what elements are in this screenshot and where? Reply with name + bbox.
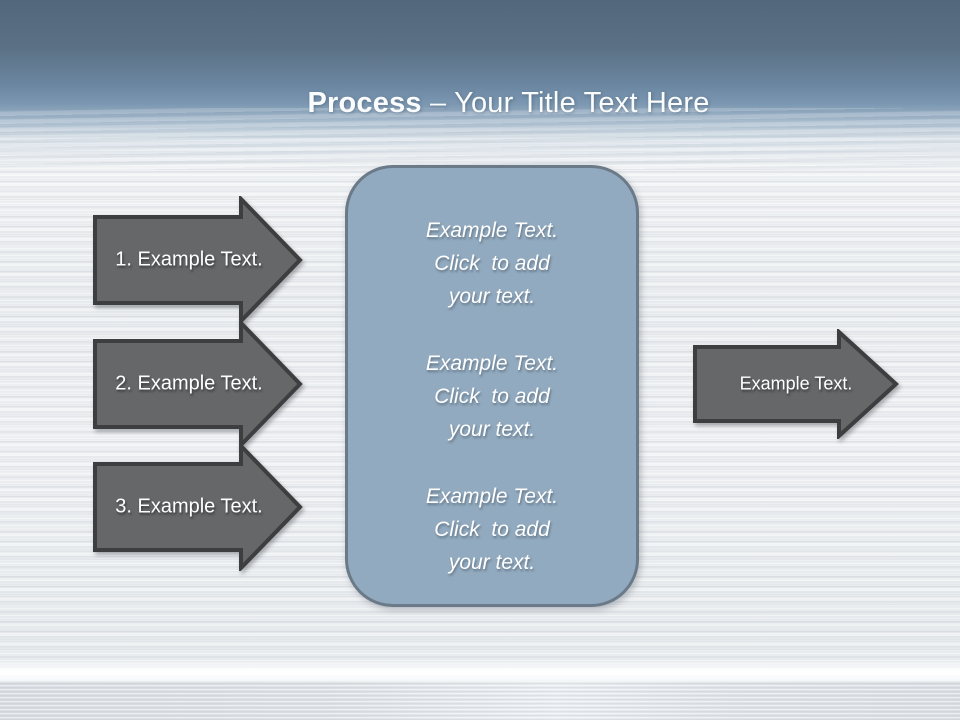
paragraph-line: Click to add [434, 518, 550, 541]
header-wave-texture [0, 108, 960, 170]
result-arrow[interactable]: Example Text. [693, 329, 899, 439]
process-step-arrow-1[interactable]: 1. Example Text. [93, 196, 303, 324]
placeholder-paragraph-1: Example Text. Click to add your text. [348, 214, 636, 313]
step-2-label: 2. Example Text. [115, 372, 263, 395]
paragraph-line: your text. [448, 285, 536, 308]
paragraph-line: Example Text. [425, 219, 559, 242]
slide-title-keyword: Process [307, 87, 422, 119]
paragraph-line: Click to add [434, 252, 550, 275]
process-step-arrow-2[interactable]: 2. Example Text. [93, 320, 303, 448]
paragraph-line: Example Text. [425, 485, 559, 508]
placeholder-paragraph-3: Example Text. Click to add your text. [348, 480, 636, 579]
paragraph-line: your text. [448, 418, 536, 441]
paragraph-line: your text. [448, 551, 536, 574]
right-arrow-shape [93, 320, 303, 448]
slide-title-subtitle: – Your Title Text Here [421, 87, 710, 119]
header-blue-gradient [0, 0, 960, 168]
right-arrow-shape [93, 196, 303, 324]
right-arrow-shape [693, 329, 899, 439]
right-arrow-shape [93, 443, 303, 571]
paragraph-line: Click to add [434, 385, 550, 408]
center-text-box[interactable]: Example Text. Click to add your text. Ex… [345, 165, 639, 607]
slide-title[interactable]: Process – Your Title Text Here [0, 54, 960, 153]
result-arrow-label: Example Text. [739, 373, 853, 394]
footer-shine-line [0, 660, 960, 682]
step-3-label: 3. Example Text. [115, 495, 263, 518]
paragraph-line: Example Text. [425, 352, 559, 375]
footer-metal-band [0, 681, 960, 720]
placeholder-paragraph-2: Example Text. Click to add your text. [348, 347, 636, 446]
process-step-arrow-3[interactable]: 3. Example Text. [93, 443, 303, 571]
step-1-label: 1. Example Text. [115, 248, 263, 271]
